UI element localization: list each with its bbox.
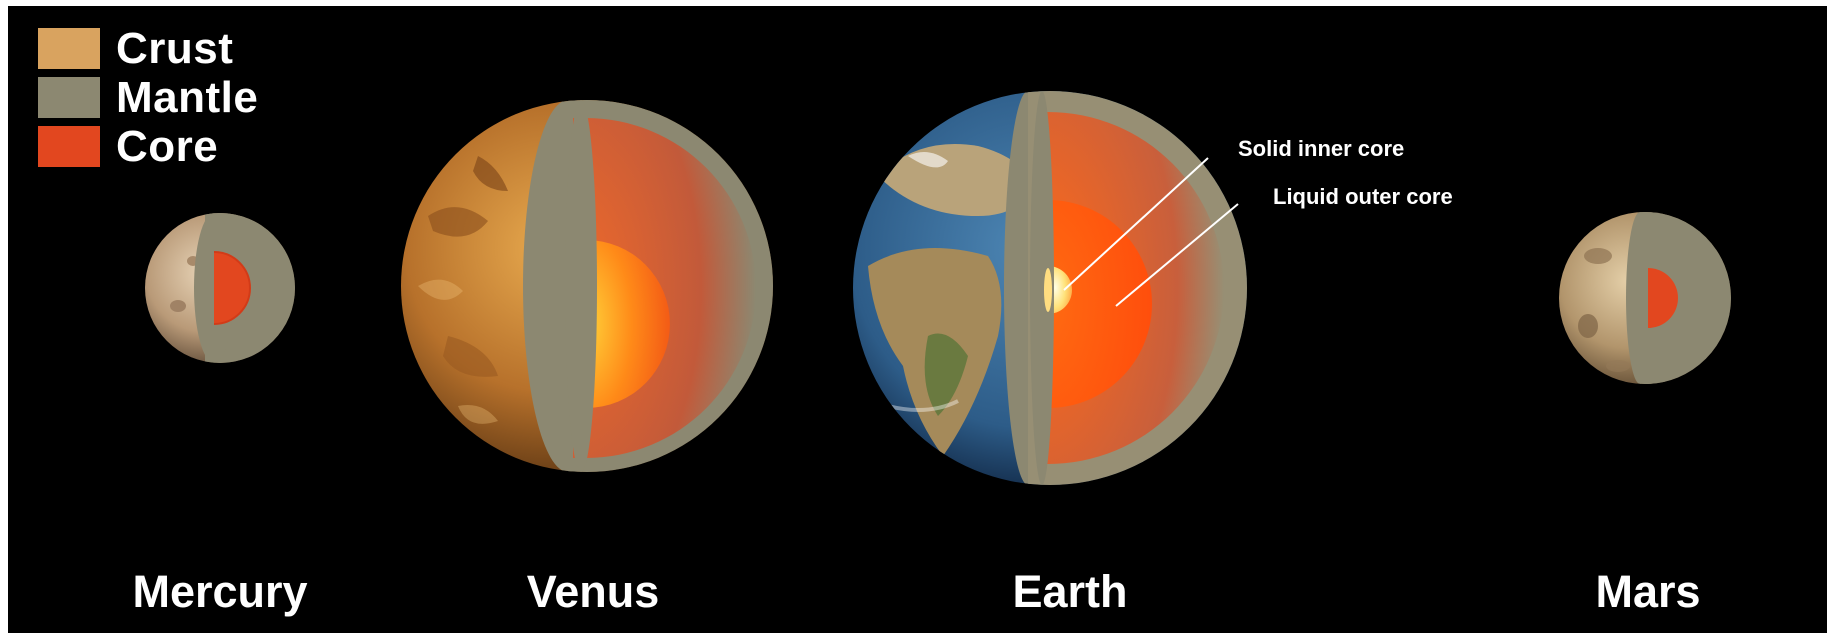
diagram-canvas: Crust Mantle Core Solid inner core Liqui… xyxy=(8,6,1827,633)
legend-item-core: Core xyxy=(38,122,258,171)
mercury-cross-section xyxy=(145,213,295,363)
outer-core-pointer xyxy=(1115,203,1239,307)
crust-swatch xyxy=(38,28,100,69)
planet-label-mars: Mars xyxy=(1595,566,1701,617)
legend-label: Mantle xyxy=(116,72,259,122)
mantle-swatch xyxy=(38,77,100,118)
planet-label-mercury: Mercury xyxy=(132,566,308,617)
core-swatch xyxy=(38,126,100,167)
venus-cross-section xyxy=(401,100,773,472)
legend: Crust Mantle Core xyxy=(38,24,258,171)
outer-core-callout: Liquid outer core xyxy=(1273,184,1453,209)
planets-illustration xyxy=(145,91,1731,485)
inner-core-callout: Solid inner core xyxy=(1238,136,1405,161)
planet-label-earth: Earth xyxy=(1012,566,1128,617)
planet-label-venus: Venus xyxy=(526,566,660,617)
legend-item-mantle: Mantle xyxy=(38,73,258,122)
legend-label: Crust xyxy=(116,23,234,73)
mars-cross-section xyxy=(1559,212,1731,384)
inner-core-pointer xyxy=(1063,157,1209,291)
legend-label: Core xyxy=(116,121,219,171)
legend-item-crust: Crust xyxy=(38,24,258,73)
earth-cross-section xyxy=(853,91,1247,485)
